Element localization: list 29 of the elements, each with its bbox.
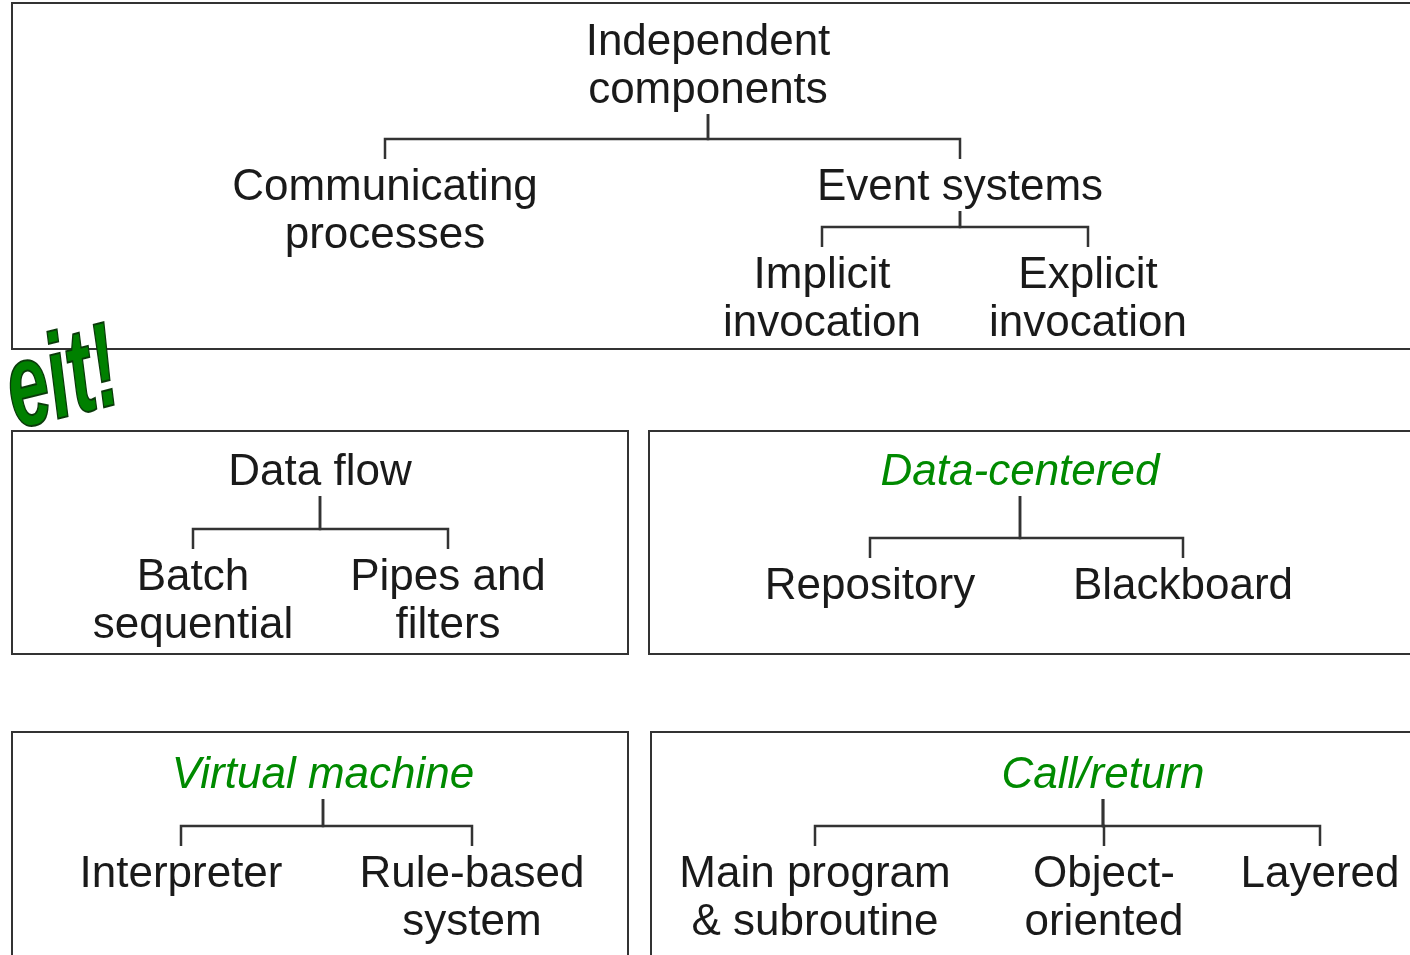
style-name: Batch sequential (73, 551, 313, 647)
category-heading: Call/return (973, 749, 1233, 797)
style-name: Repository (745, 560, 995, 608)
style-name: Blackboard (1058, 560, 1308, 608)
category-heading: Virtual machine (143, 749, 503, 797)
tree-connector (1018, 496, 1185, 558)
style-name: Layered (1232, 848, 1408, 896)
style-name: Communicating processes (200, 161, 570, 257)
style-name: Independent components (543, 16, 873, 112)
tree-connector (958, 211, 1090, 247)
style-name: Rule-based system (342, 848, 602, 944)
group-panel (650, 731, 1410, 955)
tree-connector (1101, 799, 1322, 846)
style-name: Object-oriented (1004, 848, 1204, 944)
style-name: Explicit invocation (968, 249, 1208, 345)
style-name: Data flow (200, 446, 440, 494)
stamp-text: eit! (0, 303, 130, 447)
tree-connector (321, 799, 474, 846)
style-name: Interpreter (61, 848, 301, 896)
style-name: Pipes and filters (343, 551, 553, 647)
style-name: Implicit invocation (702, 249, 942, 345)
category-heading: Data-centered (860, 446, 1180, 494)
group-panel (11, 430, 629, 655)
tree-connector (318, 496, 450, 549)
group-panel (648, 430, 1410, 655)
style-name: Main program & subroutine (660, 848, 970, 944)
tree-connector (706, 114, 962, 159)
group-panel (11, 731, 629, 955)
style-name: Event systems (790, 161, 1130, 209)
